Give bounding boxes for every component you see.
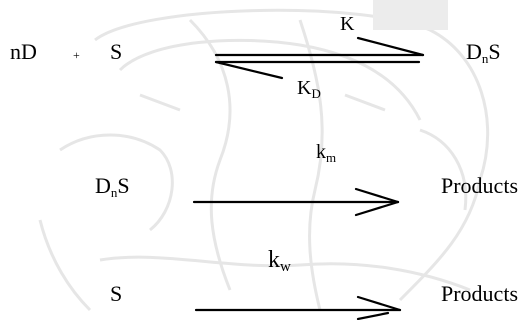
micellar-reactant-subscript: n — [110, 185, 118, 200]
reverse-constant-letter: K — [297, 77, 312, 99]
product-dns: DnS — [466, 39, 501, 66]
micellar-arrow-upper-barb — [354, 187, 400, 204]
rate-constant-km: km — [316, 142, 336, 164]
reverse-arrow-barb — [214, 60, 284, 80]
micellar-reactant-tail: S — [117, 173, 130, 198]
water-products: Products — [441, 281, 518, 306]
reverse-constant-subscript: D — [311, 86, 321, 101]
rate-constant-kw-subscript: w — [280, 259, 291, 275]
reactant-nd: nD — [10, 39, 37, 64]
product-dns-subscript: n — [481, 51, 489, 66]
micellar-arrow-lower-barb — [354, 200, 400, 217]
rate-constant-km-subscript: m — [326, 150, 337, 165]
forward-constant-k: K — [340, 13, 355, 35]
rate-constant-km-letter: k — [316, 141, 326, 163]
micellar-products: Products — [441, 173, 518, 198]
micellar-reactant-letter: D — [95, 173, 111, 198]
water-arrow-lower-barb — [356, 311, 390, 320]
water-reactant-s: S — [110, 281, 123, 306]
reverse-constant-kd: KD — [297, 78, 321, 100]
plus-sign: + — [73, 48, 80, 62]
forward-arrow-barb — [356, 36, 425, 57]
water-arrow-upper-barb — [356, 295, 402, 312]
product-dns-letter: D — [466, 39, 482, 64]
rate-constant-kw-letter: k — [268, 247, 280, 273]
rate-constant-kw: kw — [268, 248, 291, 275]
micellar-reactant-dns: DnS — [95, 173, 130, 200]
reactant-s: S — [110, 39, 123, 64]
product-dns-tail: S — [488, 39, 501, 64]
